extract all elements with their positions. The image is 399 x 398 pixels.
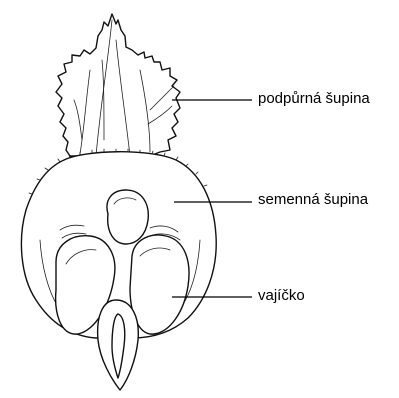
basal-lobe (98, 300, 139, 390)
label-seed-scale: semenná šupina (258, 192, 368, 208)
label-bract-scale: podpůrná šupina (258, 91, 370, 107)
bract-scale (56, 14, 180, 156)
label-ovule: vajíčko (258, 288, 305, 304)
central-lobe (107, 190, 148, 244)
